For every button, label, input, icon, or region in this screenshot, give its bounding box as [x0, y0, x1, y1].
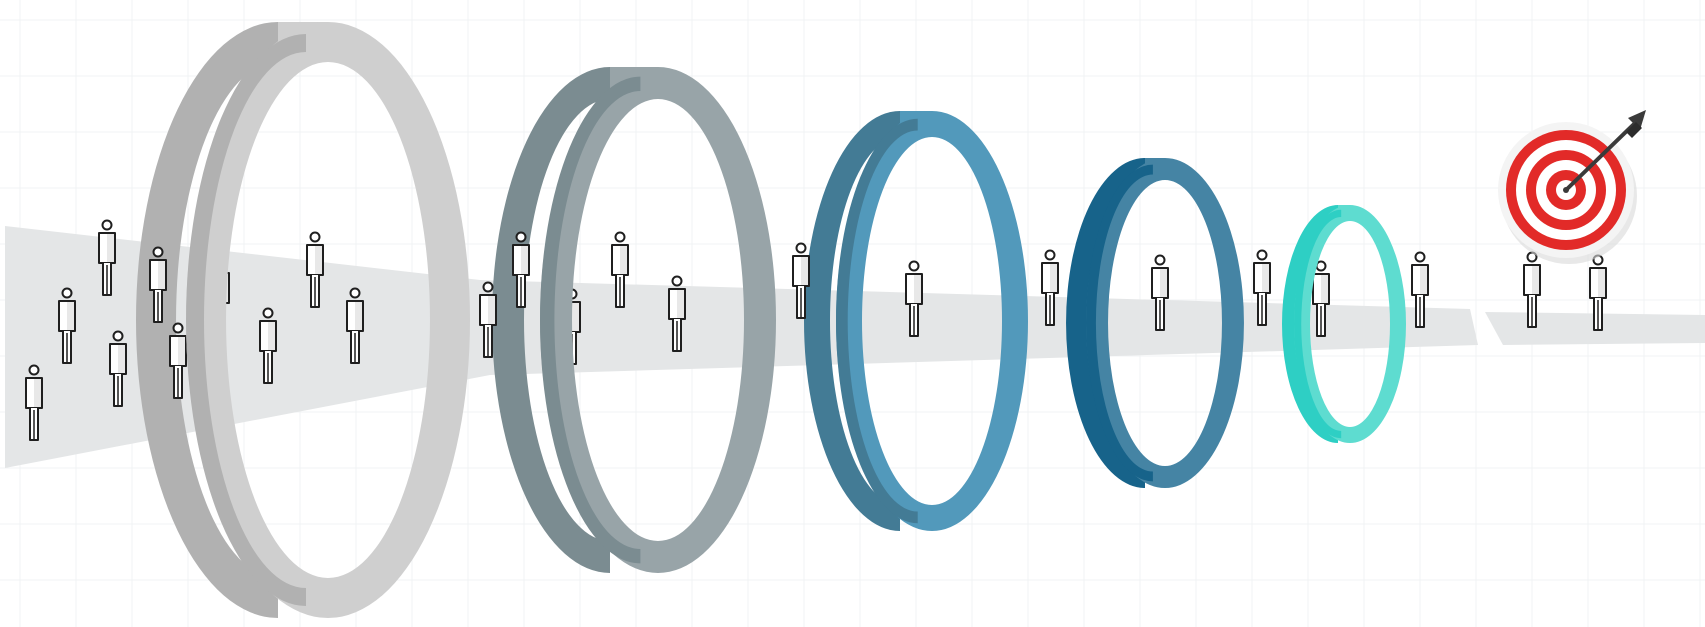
ring-1-right-face	[328, 22, 470, 618]
person-icon	[25, 364, 43, 441]
ring-4-inner-stripe	[1086, 164, 1153, 482]
ring-3-left-face	[836, 111, 932, 531]
person-icon	[512, 231, 530, 308]
ring-4-left-face	[1086, 158, 1165, 488]
target-icon	[1498, 110, 1646, 264]
ring-5-left-face	[1294, 205, 1350, 443]
person-icon	[479, 281, 497, 358]
person-icon	[1523, 251, 1541, 328]
ring-3-front	[836, 111, 1028, 531]
ring-3-back	[804, 111, 900, 531]
person-icon	[905, 260, 923, 337]
ring-4-right-face	[1165, 158, 1244, 488]
person-icon	[169, 322, 187, 399]
person-icon	[1411, 251, 1429, 328]
person-icon	[1589, 254, 1607, 331]
arrow-icon	[1563, 110, 1646, 193]
person-icon	[1312, 260, 1330, 337]
ring-1-front	[186, 22, 470, 618]
person-icon	[1253, 249, 1271, 326]
ring-4-back	[1066, 158, 1145, 488]
ring-5-back	[1282, 205, 1338, 443]
ring-5-front	[1294, 205, 1406, 443]
ring-2-front	[540, 67, 776, 573]
person-icon	[1041, 249, 1059, 326]
person-icon	[259, 307, 277, 384]
ring-4-front	[1086, 158, 1244, 488]
person-icon	[58, 287, 76, 364]
ring-1-left-face	[186, 22, 328, 618]
person-icon	[109, 330, 127, 407]
ring-2-inner-stripe	[540, 76, 641, 564]
ring-1-back	[136, 22, 278, 618]
ring-3-inner-stripe	[836, 118, 918, 524]
person-icon	[98, 219, 116, 296]
ring-5-right-face	[1350, 205, 1406, 443]
funnel-band	[5, 226, 1478, 468]
ring-5-inner-stripe	[1294, 209, 1342, 439]
person-icon	[346, 287, 364, 364]
person-icon	[149, 246, 167, 323]
person-icon	[792, 242, 810, 319]
ring-2-back	[492, 67, 610, 573]
person-icon	[668, 275, 686, 352]
person-icon	[306, 231, 324, 308]
ring-2-left-face	[540, 67, 658, 573]
ring-3-right-face	[932, 111, 1028, 531]
rings-back-halves	[136, 22, 1350, 618]
person-icon	[1151, 254, 1169, 331]
rings-front-halves	[186, 22, 1406, 618]
ring-1-inner-stripe	[186, 34, 306, 606]
ring-2-right-face	[658, 67, 776, 573]
person-icon	[611, 231, 629, 308]
